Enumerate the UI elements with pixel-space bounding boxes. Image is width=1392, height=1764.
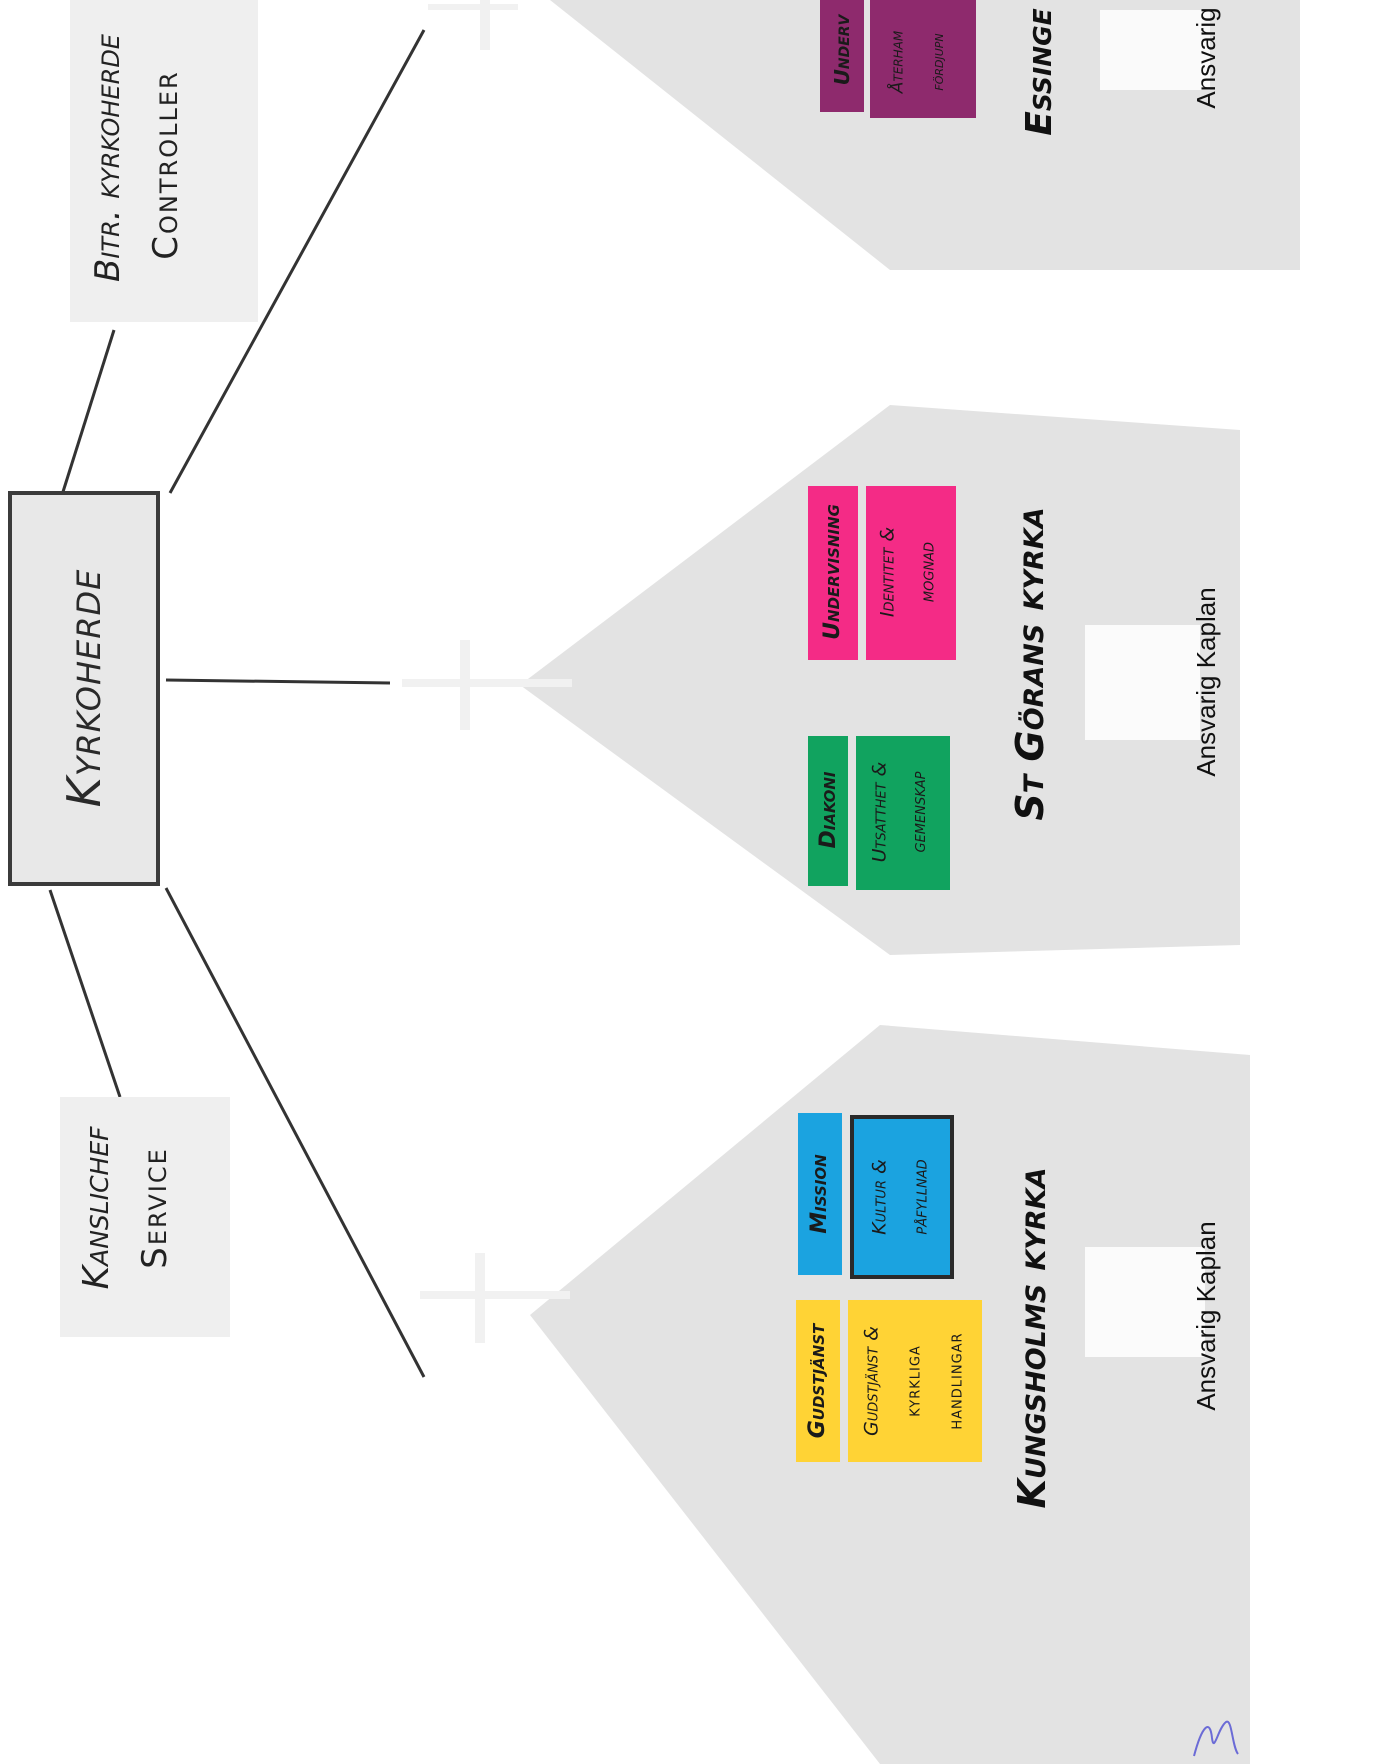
bitr-line2: Controller <box>149 70 183 259</box>
kungsholms-responsible: Ansvarig Kaplan <box>1193 1221 1219 1410</box>
kungsholms-area2-title: Mission <box>809 1154 831 1233</box>
line-to-kanslichef <box>50 890 120 1097</box>
st-gorans-area1-body-line1: Utsatthet & <box>871 762 890 863</box>
essinge-name: Essinge <box>1022 8 1058 136</box>
essinge-responsible: Ansvarig <box>1193 7 1219 108</box>
st-gorans-area2-body-line2: mognad <box>919 542 938 602</box>
kungsholms-area1-title: Gudstjänst <box>807 1324 829 1439</box>
st-gorans-area2-body-line1: Identitet & <box>879 527 898 617</box>
line-to-bitr <box>62 330 114 495</box>
essinge-area-title: Underv <box>832 15 852 86</box>
bitr-line1: Bitr. kyrkoherde <box>91 34 125 282</box>
kungsholms-area1-body-line3: handlingar <box>947 1332 966 1429</box>
signature-mark <box>1188 1708 1248 1764</box>
st-gorans-area2-title: Undervisning <box>822 504 844 640</box>
essinge-area-body-line2: fördjupn <box>930 33 946 90</box>
kyrkoherde-title: Kyrkoherde <box>61 569 107 808</box>
kungsholms-area1-body-line1: Gudstjänst & <box>863 1326 882 1436</box>
kungsholms-area2-body-line1: Kultur & <box>871 1159 890 1235</box>
st-gorans-responsible: Ansvarig Kaplan <box>1193 587 1219 776</box>
kungsholms-area2-body-line2: påfyllnad <box>912 1159 931 1234</box>
st-gorans-name: St Görans kyrka <box>1011 507 1049 820</box>
kanslichef-line2: Service <box>138 1147 172 1269</box>
essinge-area-body-chip <box>870 0 976 118</box>
st-gorans-area1-body-line2: gemenskap <box>911 772 929 853</box>
essinge-area-body-line1: Återham <box>890 31 907 93</box>
kanslichef-line1: Kanslichef <box>79 1126 115 1289</box>
kungsholms-mission-body-chip <box>850 1115 954 1279</box>
kungsholms-area1-body-line2: kyrkliga <box>905 1345 924 1417</box>
kungsholms-name: Kungsholms kyrka <box>1013 1168 1051 1509</box>
line-to-st-gorans <box>166 680 390 683</box>
st-gorans-area1-title: Diakoni <box>818 771 840 848</box>
